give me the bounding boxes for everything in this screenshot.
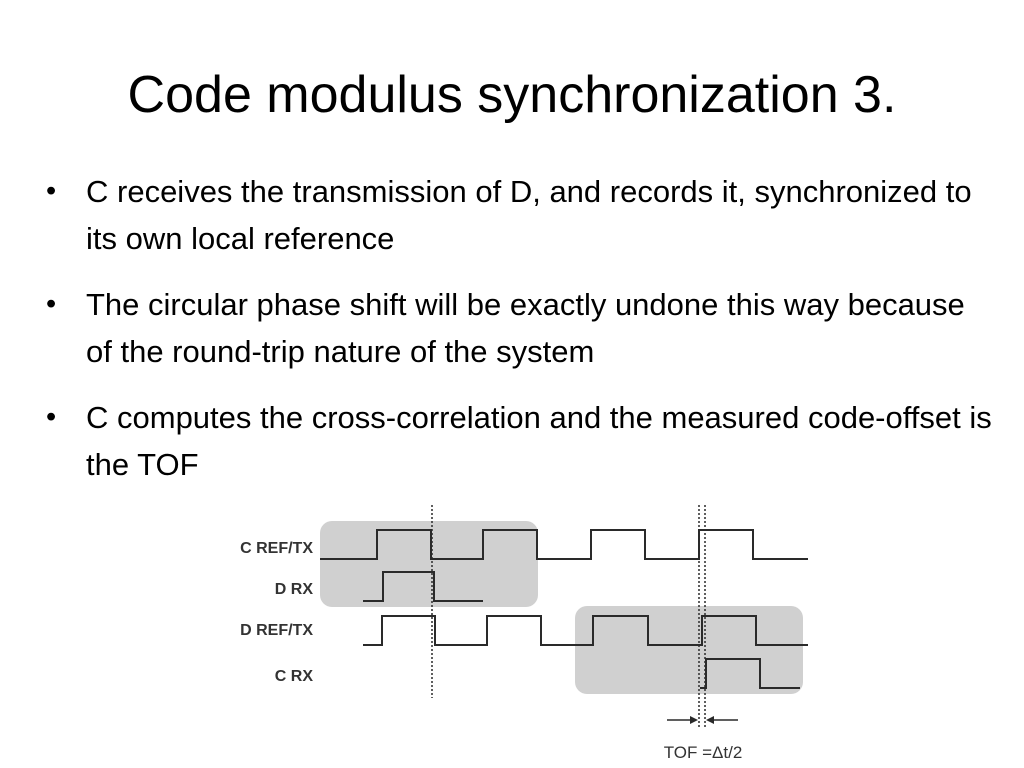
bullet-text: C receives the transmission of D, and re… <box>86 174 972 256</box>
slide-title: Code modulus synchronization 3. <box>127 66 897 124</box>
bullet-item: • C computes the cross-correlation and t… <box>44 394 994 488</box>
bullet-dot-icon: • <box>46 175 57 207</box>
bullet-item: • C receives the transmission of D, and … <box>44 168 994 262</box>
waveform-d-ref-tx <box>363 615 808 646</box>
signal-label-c-rx: C RX <box>275 668 314 685</box>
signal-label-d-rx: D RX <box>275 581 314 598</box>
signal-label-d-ref-tx: D REF/TX <box>240 622 313 639</box>
signal-label-c-ref-tx: C REF/TX <box>240 540 313 557</box>
highlight-box-right <box>575 606 803 694</box>
tof-label: TOF =Δt/2 <box>664 743 743 762</box>
tof-arrow-left-icon <box>667 716 698 724</box>
waveform-c-rx <box>700 658 800 689</box>
bullet-text: The circular phase shift will be exactly… <box>86 287 965 369</box>
bullet-dot-icon: • <box>46 288 57 320</box>
highlight-box-left <box>320 521 538 607</box>
tof-arrow-right-icon <box>706 716 738 724</box>
bullet-dot-icon: • <box>46 401 57 433</box>
bullet-item: • The circular phase shift will be exact… <box>44 281 994 375</box>
waveform-c-ref-tx <box>320 529 808 560</box>
timing-diagram: C REF/TX D RX D REF/TX C RX TOF =Δt/2 <box>240 505 808 762</box>
bullet-list: • C receives the transmission of D, and … <box>44 168 994 507</box>
bullet-text: C computes the cross-correlation and the… <box>86 400 992 482</box>
waveform-d-rx <box>363 571 483 602</box>
